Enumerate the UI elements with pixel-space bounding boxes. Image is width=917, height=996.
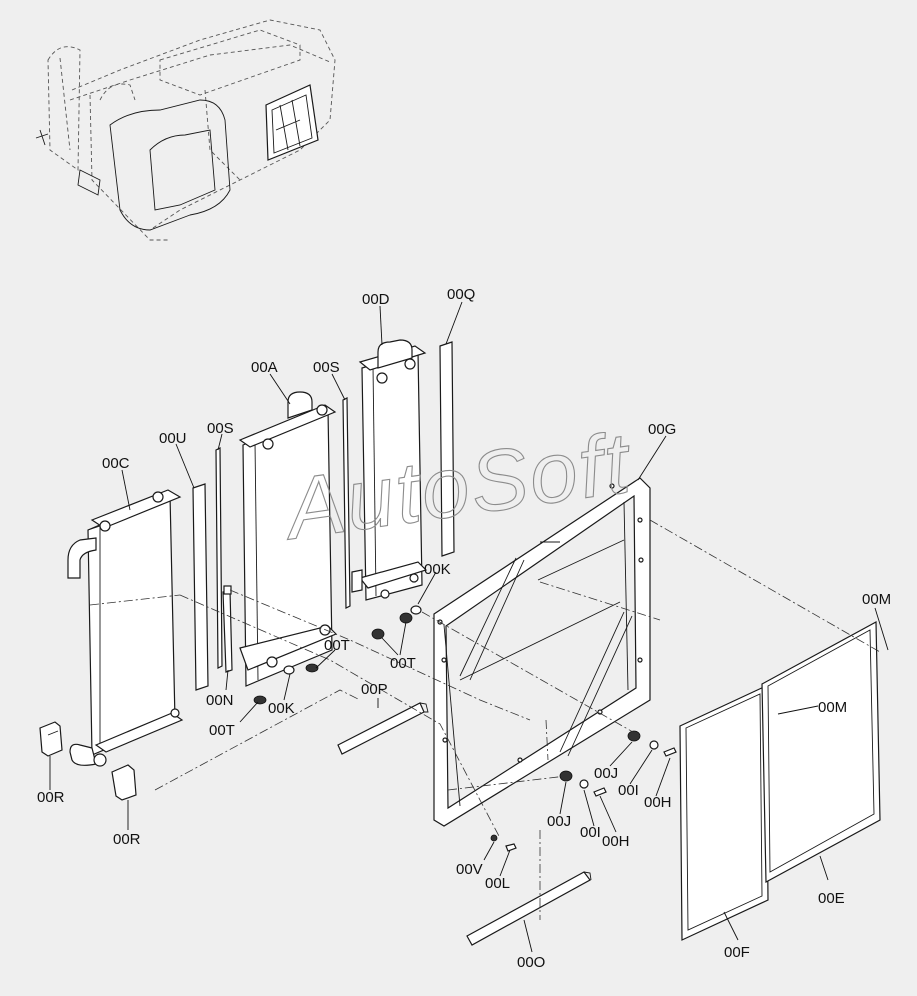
label-00I-left[interactable]: 00I [580, 824, 601, 841]
label-00K-lower[interactable]: 00K [268, 700, 295, 717]
part-labels: 00D 00Q 00A 00S 00S 00U 00C 00G 00K 00T … [37, 286, 891, 971]
label-00A[interactable]: 00A [251, 359, 278, 376]
part-00T-bushing-2[interactable] [305, 663, 319, 673]
part-00J-nut-2[interactable] [559, 770, 573, 782]
part-00S-seal-1[interactable] [215, 447, 223, 669]
label-00F[interactable]: 00F [724, 944, 750, 961]
part-00I-washer-2[interactable] [579, 779, 589, 789]
part-00R-block-2[interactable] [111, 764, 137, 801]
label-00E[interactable]: 00E [818, 890, 845, 907]
label-00L[interactable]: 00L [485, 875, 510, 892]
label-00M-top[interactable]: 00M [862, 591, 891, 608]
machine-overview [35, 19, 336, 241]
label-00G[interactable]: 00G [648, 421, 676, 438]
label-00H-left[interactable]: 00H [602, 833, 630, 850]
part-00T-bushing-3a[interactable] [371, 612, 413, 640]
assembly-centerlines [89, 519, 881, 920]
part-00H-bolt-2[interactable] [593, 787, 607, 797]
label-00J-right[interactable]: 00J [594, 765, 618, 782]
part-00T-bushing-1[interactable] [253, 695, 267, 705]
label-00C[interactable]: 00C [102, 455, 130, 472]
label-00P[interactable]: 00P [361, 681, 388, 698]
label-00T-lower[interactable]: 00T [209, 722, 235, 739]
label-00R-left[interactable]: 00R [37, 789, 65, 806]
part-00N-pin[interactable] [222, 585, 233, 673]
part-00U-seal[interactable] [192, 483, 209, 691]
label-00R-right[interactable]: 00R [113, 831, 141, 848]
part-00A-core[interactable] [238, 391, 338, 687]
part-00K-washer-2[interactable] [410, 605, 422, 615]
leader-lines [49, 301, 889, 953]
label-00Q[interactable]: 00Q [447, 286, 475, 303]
part-00I-washer-1[interactable] [649, 740, 659, 750]
label-00N[interactable]: 00N [206, 692, 234, 709]
part-00K-washer-1[interactable] [283, 665, 295, 675]
part-00H-bolt-1[interactable] [663, 747, 677, 757]
label-00K-upper[interactable]: 00K [424, 561, 451, 578]
part-00S-seal-2[interactable] [342, 397, 351, 609]
label-00I-right[interactable]: 00I [618, 782, 639, 799]
label-00H-right[interactable]: 00H [644, 794, 672, 811]
label-00O[interactable]: 00O [517, 954, 545, 971]
part-00V-washer[interactable] [490, 834, 498, 842]
part-00E-screen[interactable] [761, 621, 881, 883]
part-00F-screen[interactable] [679, 685, 769, 941]
part-00D-cooler[interactable] [351, 339, 428, 601]
label-00D[interactable]: 00D [362, 291, 390, 308]
part-00P-bar[interactable] [337, 702, 429, 755]
label-00T-right[interactable]: 00T [390, 655, 416, 672]
label-00V[interactable]: 00V [456, 861, 483, 878]
label-00U[interactable]: 00U [159, 430, 187, 447]
label-00S-upper[interactable]: 00S [313, 359, 340, 376]
label-00T-middle[interactable]: 00T [324, 637, 350, 654]
label-00J-left[interactable]: 00J [547, 813, 571, 830]
part-00Q-seal[interactable] [439, 341, 455, 557]
part-00L-bolt[interactable] [505, 843, 517, 852]
part-00C-radiator[interactable] [67, 489, 184, 767]
part-00R-block-1[interactable] [39, 721, 63, 757]
part-00G-frame[interactable] [433, 477, 651, 827]
part-00O-bar[interactable] [466, 871, 592, 946]
label-00M-middle[interactable]: 00M [818, 699, 847, 716]
label-00S-lower[interactable]: 00S [207, 420, 234, 437]
